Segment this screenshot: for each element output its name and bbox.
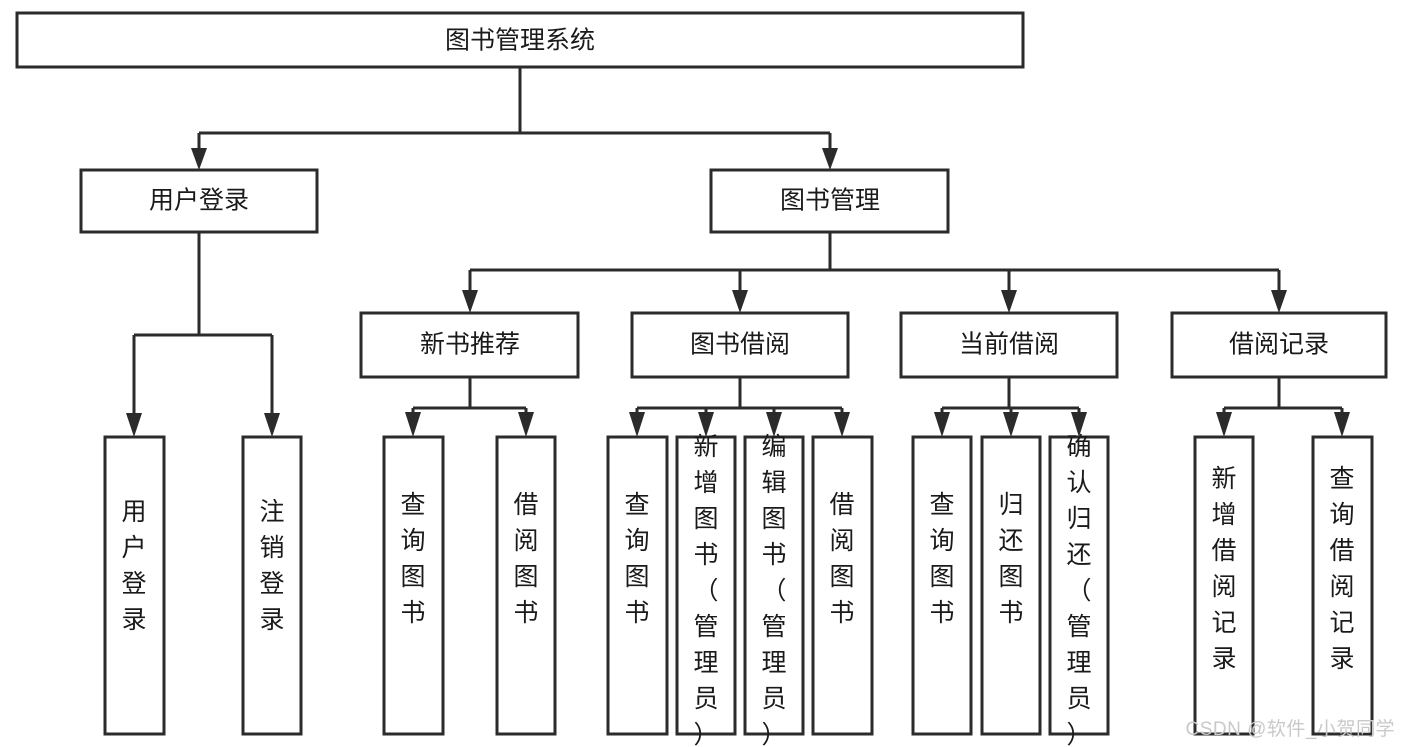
node-new-book-recommend[interactable]: 新书推荐	[359, 311, 580, 379]
node-borrow-record[interactable]: 借阅记录	[1170, 311, 1388, 379]
node-root-label: 图书管理系统	[445, 27, 595, 55]
node-book-borrow-label: 图书借阅	[690, 331, 790, 359]
arrow-head-bb-leaf-4	[834, 412, 850, 437]
leaf-borrow-record-add-box	[1193, 435, 1255, 736]
leaf-book-borrow-borrow[interactable]: 借阅图书	[811, 435, 874, 736]
arrow-head-cb-leaf-1	[934, 412, 950, 437]
leaf-current-borrow-query-box	[911, 435, 973, 736]
node-current-borrow-box	[899, 311, 1119, 379]
leaf-book-borrow-add-label: 新增图书（管理员）	[693, 433, 718, 747]
node-book-management-box	[709, 168, 950, 234]
arrow-head-book-borrow	[732, 290, 748, 313]
node-borrow-record-label: 借阅记录	[1229, 331, 1329, 359]
node-borrow-record-box	[1170, 311, 1388, 379]
leaf-borrow-record-add[interactable]: 新增借阅记录	[1193, 435, 1255, 736]
node-new-book-recommend-box	[359, 311, 580, 379]
node-root-book-management-system[interactable]: 图书管理系统	[15, 11, 1025, 69]
leaf-current-borrow-return[interactable]: 归还图书	[980, 435, 1042, 736]
connector-layer	[126, 67, 1350, 437]
leaf-book-borrow-edit-box	[743, 435, 805, 736]
arrow-head-leaf-user-login	[126, 413, 142, 437]
arrow-head-book-management	[822, 148, 838, 170]
node-current-borrow[interactable]: 当前借阅	[899, 311, 1119, 379]
leaf-current-borrow-query[interactable]: 查询图书	[911, 435, 973, 736]
leaf-book-borrow-borrow-box	[811, 435, 874, 736]
leaf-current-borrow-confirm-label: 确认归还（管理员）	[1066, 433, 1091, 747]
leaf-book-borrow-query-label: 查询图书	[624, 491, 649, 627]
arrow-head-br-leaf-1	[1216, 412, 1232, 437]
arrow-head-cb-leaf-2	[1003, 412, 1019, 437]
leaf-user-login-logout-label: 注销登录	[259, 498, 284, 634]
leaf-borrow-record-query[interactable]: 查询借阅记录	[1311, 435, 1374, 736]
node-new-book-recommend-label: 新书推荐	[420, 331, 520, 359]
node-user-login-box	[79, 168, 319, 234]
leaf-book-borrow-edit[interactable]: 编辑图书（管理员）	[743, 433, 805, 747]
leaf-book-borrow-add-box	[675, 435, 737, 736]
leaf-new-book-query[interactable]: 查询图书	[382, 435, 445, 736]
leaf-user-login-login-label: 用户登录	[121, 498, 146, 634]
arrow-head-current-borrow	[1001, 290, 1017, 313]
leaf-current-borrow-return-box	[980, 435, 1042, 736]
arrow-head-bb-leaf-1	[629, 412, 645, 437]
node-user-login[interactable]: 用户登录	[79, 168, 319, 234]
node-book-management-label: 图书管理	[780, 187, 880, 215]
arrow-head-leaf-logout	[264, 413, 280, 437]
leaf-new-book-query-label: 查询图书	[400, 491, 425, 627]
node-book-borrow[interactable]: 图书借阅	[630, 311, 850, 379]
leaf-current-borrow-confirm-box	[1048, 435, 1110, 736]
arrow-head-nb-leaf-1	[405, 412, 421, 437]
node-book-borrow-box	[630, 311, 850, 379]
leaf-current-borrow-confirm[interactable]: 确认归还（管理员）	[1048, 433, 1110, 747]
leaf-user-login-login-box	[103, 435, 166, 736]
leaf-new-book-query-box	[382, 435, 445, 736]
leaf-new-book-borrow-box	[495, 435, 557, 736]
leaf-new-book-borrow-label: 借阅图书	[513, 491, 538, 627]
leaf-current-borrow-query-label: 查询图书	[929, 491, 954, 627]
arrow-head-user-login	[191, 148, 207, 170]
arrow-head-nb-leaf-2	[518, 412, 534, 437]
arrow-head-borrow-record	[1271, 290, 1287, 313]
leaf-current-borrow-return-label: 归还图书	[998, 491, 1023, 627]
leaf-borrow-record-query-label: 查询借阅记录	[1329, 465, 1354, 673]
leaf-user-login-login[interactable]: 用户登录	[103, 435, 166, 736]
arrow-head-br-leaf-2	[1334, 412, 1350, 437]
leaf-book-borrow-query-box	[606, 435, 669, 736]
leaf-book-borrow-borrow-label: 借阅图书	[829, 491, 854, 627]
arrow-head-bb-leaf-3	[766, 412, 782, 437]
node-current-borrow-label: 当前借阅	[959, 331, 1059, 359]
leaf-user-login-logout-box	[241, 435, 303, 736]
node-book-management[interactable]: 图书管理	[709, 168, 950, 234]
node-user-login-label: 用户登录	[149, 187, 249, 215]
leaf-book-borrow-query[interactable]: 查询图书	[606, 435, 669, 736]
leaf-borrow-record-add-label: 新增借阅记录	[1211, 465, 1236, 673]
node-root-box	[15, 11, 1025, 69]
leaf-book-borrow-add[interactable]: 新增图书（管理员）	[675, 433, 737, 747]
leaf-borrow-record-query-box	[1311, 435, 1374, 736]
arrow-head-cb-leaf-3	[1071, 412, 1087, 437]
leaf-new-book-borrow[interactable]: 借阅图书	[495, 435, 557, 736]
leaf-book-borrow-edit-label: 编辑图书（管理员）	[761, 433, 786, 747]
arrow-head-bb-leaf-2	[698, 412, 714, 437]
arrow-head-new-book	[462, 290, 478, 313]
leaf-user-login-logout[interactable]: 注销登录	[241, 435, 303, 736]
